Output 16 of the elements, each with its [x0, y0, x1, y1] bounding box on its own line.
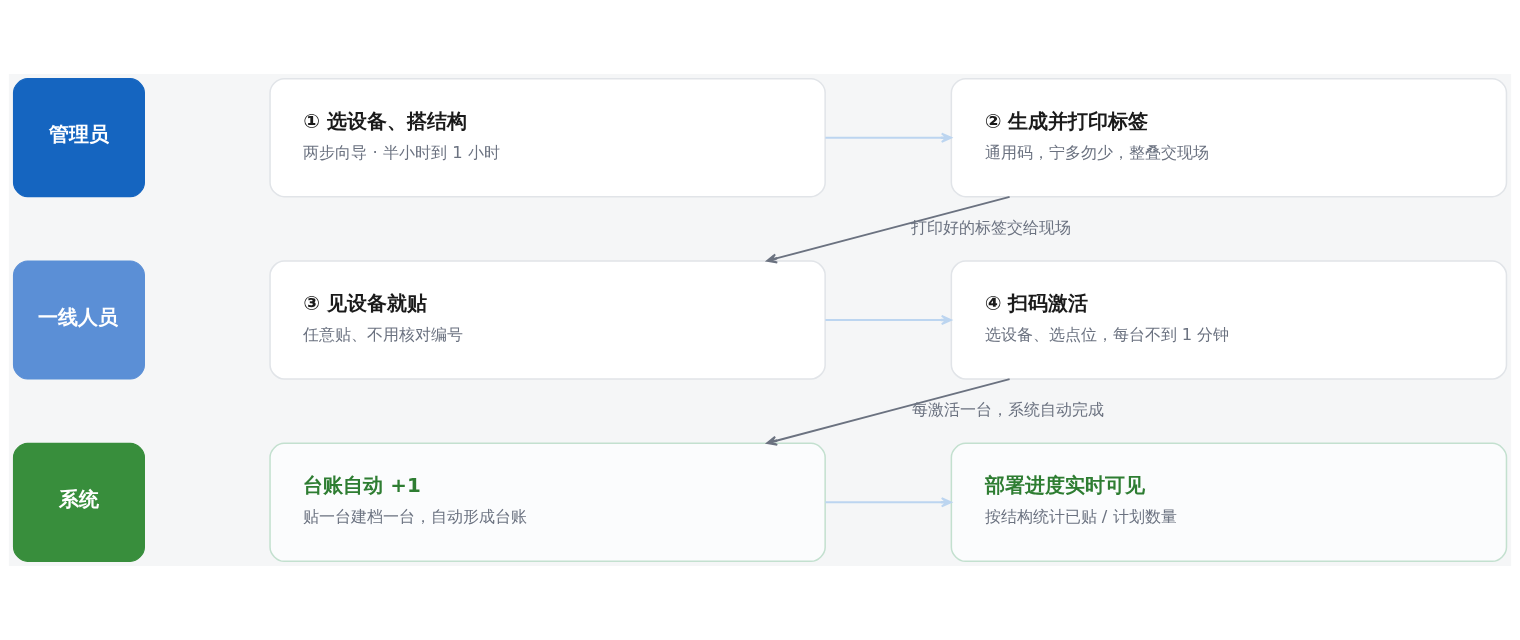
node-box: 部署进度实时可见 按结构统计已贴 / 计划数量: [950, 442, 1508, 563]
edge-label: 每激活一台，系统自动完成: [912, 400, 1105, 420]
arrow: [824, 314, 953, 326]
arrow: [824, 132, 953, 143]
node-box: ② 生成并打印标签 通用码，宁多勿少，整叠交现场: [950, 77, 1508, 198]
node-box: 台账自动 +1 贴一台建档一台，自动形成台账: [269, 442, 826, 563]
node-box: ③ 见设备就贴 任意贴、不用核对编号: [269, 260, 826, 380]
node-box: 管理员: [12, 78, 145, 198]
arrow: [824, 497, 953, 508]
node-box: 一线人员: [12, 260, 145, 380]
node-box: ④ 扫码激活 选设备、选点位，每台不到 1 分钟: [950, 260, 1508, 380]
edge-label: 打印好的标签交给现场: [911, 218, 1072, 238]
node-box: ① 选设备、搭结构 两步向导 · 半小时到 1 小时: [269, 77, 826, 198]
arrow: [766, 378, 1011, 446]
arrow: [766, 195, 1011, 264]
node-box: 系统: [12, 442, 145, 562]
